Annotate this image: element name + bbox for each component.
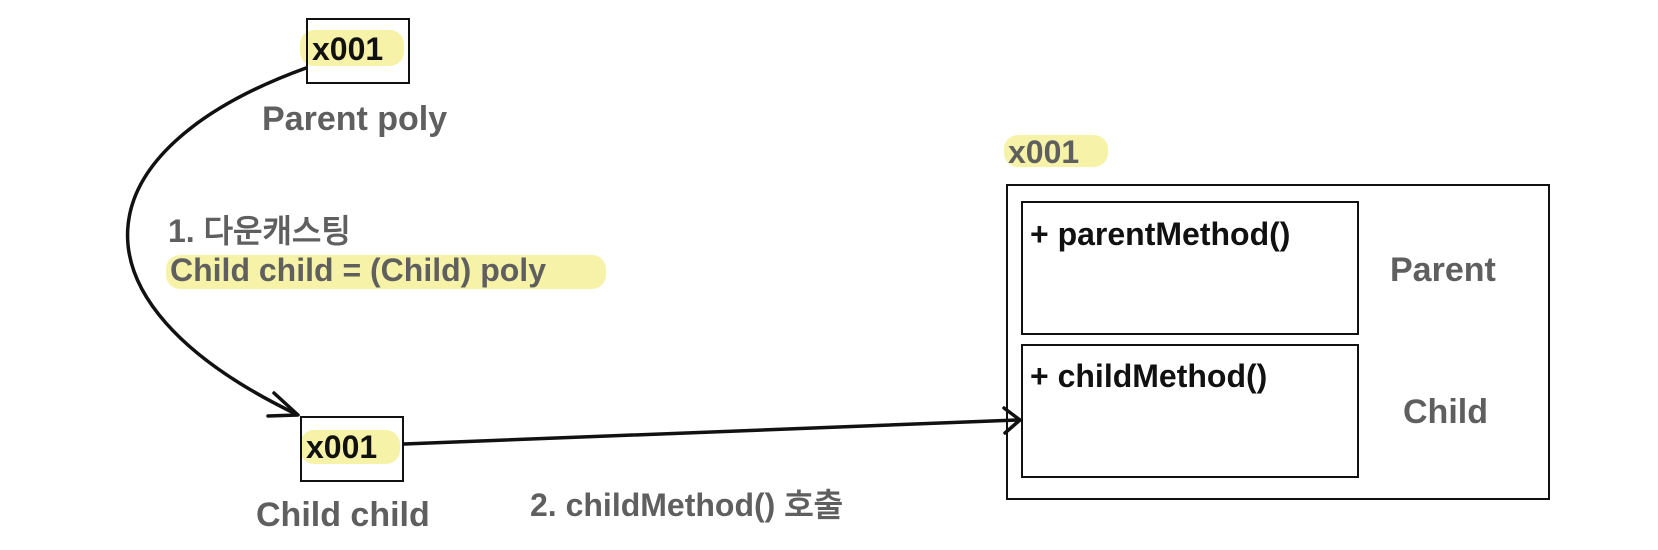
poly-reference-box	[306, 18, 410, 84]
instance-address-highlight	[1004, 135, 1108, 167]
child-reference-box	[300, 416, 404, 482]
instance-object	[1006, 184, 1550, 500]
parent-section	[1021, 201, 1359, 335]
parent-method: + parentMethod()	[1030, 216, 1291, 252]
child-address: x001	[306, 429, 378, 465]
step1-code: Child child = (Child) poly	[170, 252, 546, 288]
child-section	[1021, 344, 1359, 478]
method-call-arrowhead	[1002, 406, 1022, 435]
child-variable-label: Child child	[256, 496, 430, 534]
step2-label: 2. childMethod() 호출	[530, 487, 844, 523]
poly-address-highlight	[300, 30, 404, 66]
downcast-arrow	[126, 66, 308, 416]
child-class-label: Child	[1403, 393, 1488, 431]
parent-class-label: Parent	[1390, 251, 1496, 289]
downcast-arrowhead	[266, 391, 300, 418]
step1-title: 1. 다운캐스팅	[168, 213, 351, 249]
method-call-arrow	[402, 418, 1020, 446]
poly-address: x001	[312, 31, 384, 67]
poly-variable-label: Parent poly	[262, 100, 448, 138]
instance-address: x001	[1008, 134, 1080, 170]
step1-code-highlight	[166, 255, 606, 289]
child-address-highlight	[300, 430, 400, 464]
child-method: + childMethod()	[1030, 358, 1268, 394]
